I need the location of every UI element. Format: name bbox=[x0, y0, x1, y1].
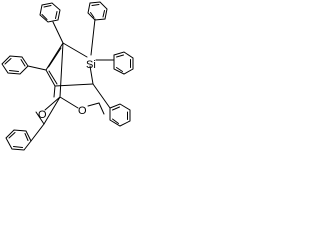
phenyl-ring-top-left bbox=[39, 2, 61, 23]
ester-oxygen-label: O bbox=[78, 105, 87, 117]
silicon-atom-label: Si bbox=[86, 59, 96, 71]
phenyl-ring-lower-left bbox=[5, 129, 32, 151]
phenyl-ring-left bbox=[1, 55, 29, 75]
silabicyclic-core bbox=[27, 18, 115, 109]
molecule-diagram: Si O O bbox=[1, 1, 134, 151]
carbonyl-oxygen-label: O bbox=[38, 109, 47, 121]
ester-group bbox=[30, 96, 105, 142]
phenyl-ring-lower-right bbox=[109, 103, 131, 127]
phenyl-ring-si-top bbox=[87, 1, 108, 21]
phenyl-ring-si-right bbox=[113, 51, 134, 75]
structure-canvas: Si O O bbox=[0, 0, 150, 159]
